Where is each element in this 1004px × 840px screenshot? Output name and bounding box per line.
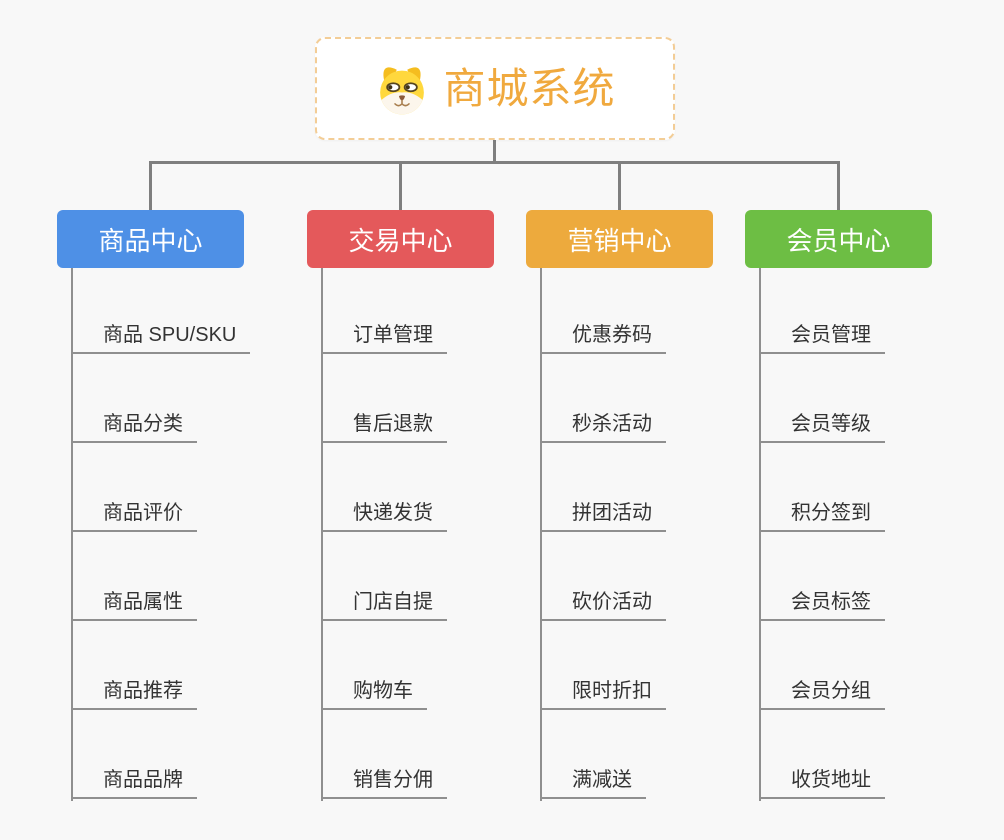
child-item[interactable]: 会员分组 [759, 678, 885, 710]
root-node[interactable]: 商城系统 [315, 37, 675, 140]
child-item[interactable]: 门店自提 [321, 589, 447, 621]
child-item[interactable]: 商品推荐 [71, 678, 197, 710]
child-item[interactable]: 会员等级 [759, 411, 885, 443]
child-item[interactable]: 会员标签 [759, 589, 885, 621]
child-item[interactable]: 销售分佣 [321, 767, 447, 799]
child-item[interactable]: 购物车 [321, 678, 427, 710]
child-item[interactable]: 收货地址 [759, 767, 885, 799]
child-item[interactable]: 砍价活动 [540, 589, 666, 621]
branch-bus-line [149, 161, 840, 164]
branch-node-member-center[interactable]: 会员中心 [745, 210, 932, 268]
branch-label: 营销中心 [567, 225, 672, 256]
child-item[interactable]: 秒杀活动 [540, 411, 666, 443]
child-item[interactable]: 商品属性 [71, 589, 197, 621]
children-spine-line [321, 268, 323, 801]
children-spine-line [759, 268, 761, 801]
branch-node-marketing-center[interactable]: 营销中心 [526, 210, 713, 268]
child-item[interactable]: 积分签到 [759, 500, 885, 532]
child-item[interactable]: 满减送 [540, 767, 646, 799]
child-item[interactable]: 订单管理 [321, 322, 447, 354]
branch-drop-line [618, 161, 621, 211]
child-item[interactable]: 商品评价 [71, 500, 197, 532]
child-item[interactable]: 商品品牌 [71, 767, 197, 799]
root-stem-line [493, 140, 496, 163]
branch-label: 交易中心 [348, 225, 453, 256]
child-item[interactable]: 限时折扣 [540, 678, 666, 710]
child-item[interactable]: 快递发货 [321, 500, 447, 532]
children-spine-line [71, 268, 73, 801]
children-spine-line [540, 268, 542, 801]
child-item[interactable]: 商品分类 [71, 411, 197, 443]
branch-node-product-center[interactable]: 商品中心 [57, 210, 244, 268]
child-item[interactable]: 售后退款 [321, 411, 447, 443]
child-item[interactable]: 优惠券码 [540, 322, 666, 354]
child-item[interactable]: 拼团活动 [540, 500, 666, 532]
branch-drop-line [149, 161, 152, 211]
branch-drop-line [837, 161, 840, 211]
branch-label: 商品中心 [98, 225, 203, 256]
branch-label: 会员中心 [786, 225, 891, 256]
root-title: 商城系统 [443, 64, 616, 112]
branch-drop-line [399, 161, 402, 211]
child-item[interactable]: 商品 SPU/SKU [71, 322, 251, 354]
dog-face-icon [380, 66, 425, 114]
child-item[interactable]: 会员管理 [759, 322, 885, 354]
branch-node-trade-center[interactable]: 交易中心 [307, 210, 494, 268]
